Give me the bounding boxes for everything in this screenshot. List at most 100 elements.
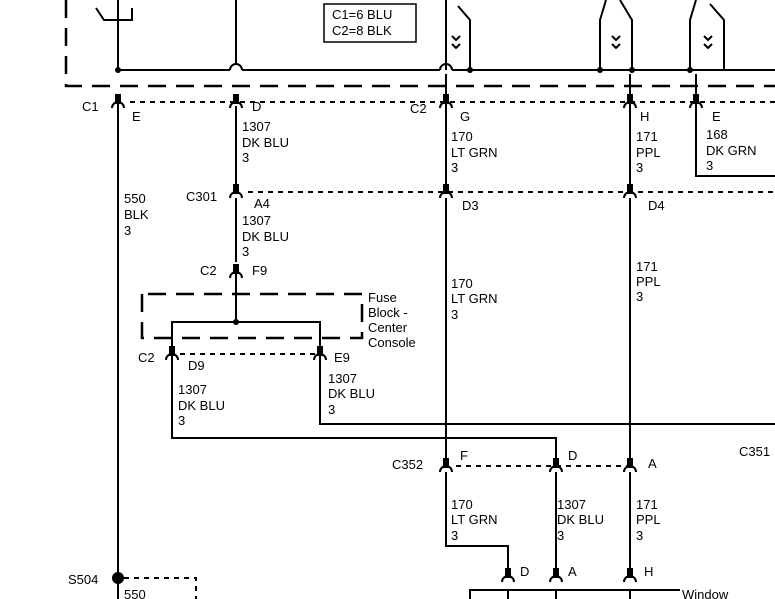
connector-pin: E9 — [334, 350, 350, 365]
connector-pins — [111, 94, 703, 583]
wire-color: LT GRN — [451, 512, 497, 527]
wire-circuit: 171 — [636, 129, 658, 144]
connector-c351-label: C351 — [739, 444, 770, 459]
wire-circuit: 1307 — [242, 213, 271, 228]
connector-pin-terminal — [233, 184, 239, 194]
internal-bracket — [95, 7, 133, 21]
connector-legend: C1=6 BLU C2=8 BLK — [323, 3, 417, 43]
junction-dot — [233, 319, 239, 325]
wire-168 — [695, 74, 775, 177]
connector-name: C301 — [186, 189, 217, 204]
top-component-box — [64, 0, 775, 88]
wire-size: 3 — [706, 158, 713, 173]
connector-pin: D4 — [648, 198, 665, 213]
connector-pin: A — [568, 564, 577, 579]
wire-color: PPL — [636, 145, 661, 160]
wire-color: DK BLU — [242, 135, 289, 150]
wire-size: 3 — [636, 528, 643, 543]
wire-circuit: 171 — [636, 497, 658, 512]
wire-color: DK BLU — [557, 512, 604, 527]
connector-name: C2 — [138, 350, 155, 365]
wire-size: 3 — [636, 160, 643, 175]
junction-dot — [115, 67, 121, 73]
connector-pin: F — [460, 448, 468, 463]
splice-label: S504 — [68, 572, 98, 587]
connector-pin: D3 — [462, 198, 479, 213]
wire-color: DK BLU — [178, 398, 225, 413]
connector-pin: A — [648, 456, 657, 471]
connector-pin: D — [520, 564, 529, 579]
wire-size: 3 — [242, 244, 249, 259]
junction-dot — [597, 67, 603, 73]
connector-pin-terminal — [443, 458, 449, 468]
wire-1307-fuse-left — [171, 340, 557, 460]
connector-pin-terminal — [233, 94, 239, 104]
connector-pin: D — [568, 448, 577, 463]
junction-dot — [629, 67, 635, 73]
connector-pin-terminal — [627, 184, 633, 194]
wire-size: 3 — [178, 413, 185, 428]
wire-color: DK BLU — [328, 386, 375, 401]
fuse-block-label-2: Block - — [368, 305, 408, 320]
junction-dot — [687, 67, 693, 73]
switch-contact-2 — [599, 0, 633, 70]
wire-size: 3 — [636, 289, 643, 304]
connector-pin: D — [252, 99, 261, 114]
wire-partial-label: 550 — [124, 587, 146, 599]
wire-size: 3 — [328, 402, 335, 417]
bus-crossover-2 — [439, 63, 453, 71]
window-component-leads — [507, 590, 631, 599]
window-component-label: Window — [682, 587, 729, 599]
connector-pin-terminal — [443, 94, 449, 104]
connector-pin-terminal — [169, 346, 175, 356]
wire-color: PPL — [636, 512, 661, 527]
legend-line-1: C1=6 BLU — [332, 7, 392, 22]
connector-name: C2 — [200, 263, 217, 278]
wire-1307-fuse-right — [319, 340, 775, 425]
connector-pin-terminal — [627, 568, 633, 578]
wire-size: 3 — [557, 528, 564, 543]
fuse-block-bus — [171, 321, 321, 340]
connector-pin: E — [712, 109, 721, 124]
wire-color: DK GRN — [706, 143, 757, 158]
connector-pin: H — [644, 564, 653, 579]
wire-circuit: 1307 — [557, 497, 586, 512]
connector-pin: G — [460, 109, 470, 124]
fuse-block-label-4: Console — [368, 335, 416, 350]
connector-pin-terminal — [627, 458, 633, 468]
wire-170 — [445, 74, 509, 570]
wire-color: LT GRN — [451, 145, 497, 160]
wire-size: 3 — [242, 150, 249, 165]
wire-color: LT GRN — [451, 291, 497, 306]
connector-pin-terminal — [505, 568, 511, 578]
connector-pin: D9 — [188, 358, 205, 373]
connector-pin-terminal — [317, 346, 323, 356]
wire-size: 3 — [451, 528, 458, 543]
connector-name: C352 — [392, 457, 423, 472]
connector-pin-terminal — [553, 458, 559, 468]
connector-pin-terminal — [115, 94, 121, 104]
fuse-block-box — [140, 292, 364, 340]
wire-circuit: 171 — [636, 259, 658, 274]
connector-pin-terminal — [693, 94, 699, 104]
legend-line-2: C2=8 BLK — [332, 23, 392, 38]
connector-pin: E — [132, 109, 141, 124]
wire-circuit: 1307 — [242, 119, 271, 134]
connector-pin-terminal — [233, 264, 239, 274]
wire-size: 3 — [451, 160, 458, 175]
connector-pin-terminal — [443, 184, 449, 194]
connector-name: C2 — [410, 101, 427, 116]
connector-pin: F9 — [252, 263, 267, 278]
wire-circuit: 1307 — [328, 371, 357, 386]
splice-s504 — [112, 572, 124, 584]
splice-dashed-lead — [124, 577, 197, 599]
connector-pin: A4 — [254, 196, 270, 211]
switch-contact-3 — [689, 0, 725, 70]
connector-pin-terminal — [627, 94, 633, 104]
connector-name: C1 — [82, 99, 99, 114]
junction-dot — [467, 67, 473, 73]
wire-color: DK BLU — [242, 229, 289, 244]
fuse-block-label-3: Center — [368, 320, 408, 335]
wire-circuit: 170 — [451, 129, 473, 144]
